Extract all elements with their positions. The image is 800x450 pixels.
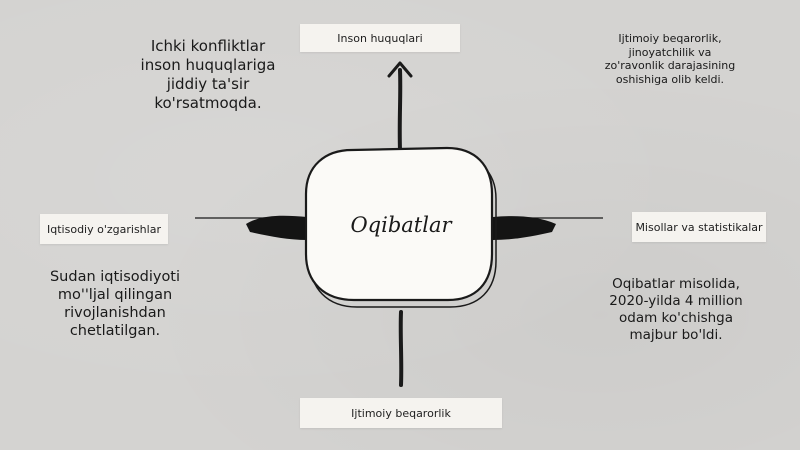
connector-bottom-line bbox=[398, 310, 404, 387]
branch-box-left: Iqtisodiy o'zgarishlar bbox=[40, 214, 168, 244]
center-node-label: Oqibatlar bbox=[350, 213, 452, 237]
connector-top-line bbox=[397, 68, 403, 152]
arrow-up-icon bbox=[387, 61, 413, 78]
branch-box-bottom: Ijtimoiy beqarorlik bbox=[300, 398, 502, 428]
branch-label-top: Inson huquqlari bbox=[337, 31, 423, 45]
center-node bbox=[304, 146, 494, 302]
branch-label-left: Iqtisodiy o'zgarishlar bbox=[47, 222, 161, 236]
branch-label-bottom: Ijtimoiy beqarorlik bbox=[351, 406, 451, 420]
branch-box-right: Misollar va statistikalar bbox=[632, 212, 766, 242]
branch-box-top: Inson huquqlari bbox=[300, 24, 460, 52]
note-top-right: Ijtimoiy beqarorlik, jinoyatchilik va zo… bbox=[604, 32, 736, 86]
connector-right-brush bbox=[493, 216, 556, 240]
connector-left-brush bbox=[246, 215, 307, 240]
note-bottom-left: Sudan iqtisodiyoti mo''ljal qilingan riv… bbox=[49, 269, 181, 339]
note-bottom-right: Oqibatlar misolida, 2020-yilda 4 million… bbox=[609, 276, 743, 343]
branch-label-right: Misollar va statistikalar bbox=[635, 220, 763, 234]
note-top-left: Ichki konfliktlar inson huquqlariga jidd… bbox=[140, 37, 276, 112]
